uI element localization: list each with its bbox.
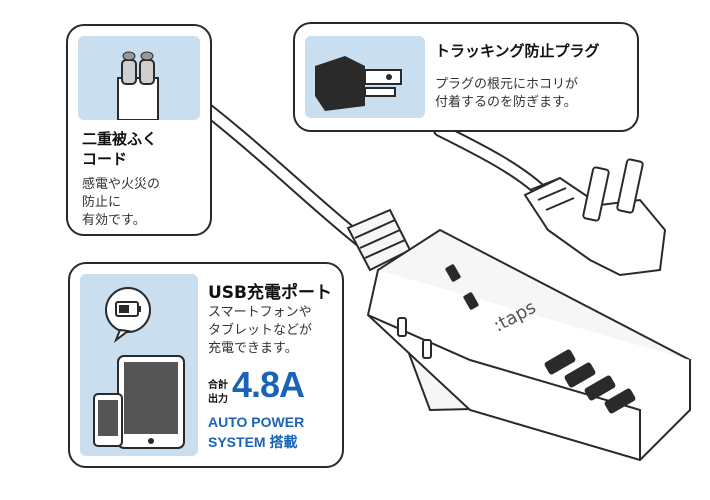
total-output-label-line1: 合計 [208, 380, 228, 391]
battery-icon [105, 287, 151, 343]
total-output-label-line2: 出力 [208, 394, 228, 405]
cord-desc-line2: 防止に [82, 195, 122, 210]
usb-title: USB充電ポート [208, 283, 333, 303]
devices-illustration [93, 287, 185, 449]
phone-icon [93, 393, 123, 447]
tracking-desc-line1: プラグの根元にホコリが [435, 77, 579, 92]
tracking-desc-line2: 付着するのを防ぎます。 [435, 95, 577, 110]
usb-desc-line2: タブレットなどが [208, 323, 313, 338]
usb-ports [544, 349, 636, 414]
usb-desc-line1: スマートフォンや [208, 305, 312, 320]
plug-icon [315, 56, 402, 111]
card-tracking-plug: トラッキング防止プラグ プラグの根元にホコリが 付着するのを防ぎます。 [293, 22, 639, 132]
plug-image-panel [305, 36, 425, 118]
cord-desc-line1: 感電や火災の [82, 177, 161, 192]
cord-title-line2: コード [82, 150, 128, 168]
auto-power-system-line2: SYSTEM 搭載 [208, 434, 298, 450]
cord-title-line1: 二重被ふく [82, 130, 158, 148]
tablet-icon [117, 355, 185, 449]
card-double-coated-cord: 二重被ふく コード 感電や火災の 防止に 有効です。 [66, 24, 212, 236]
usb-image-panel [80, 274, 198, 456]
card-usb-port: USB充電ポート スマートフォンや タブレットなどが 充電できます。 合計 出力… [68, 262, 344, 468]
cord-cross-section-icon [117, 51, 159, 121]
cord-desc-line3: 有効です。 [82, 213, 146, 228]
usb-desc-line3: 充電できます。 [208, 341, 298, 356]
cord-image-panel [78, 36, 200, 121]
plug-graphic [523, 158, 667, 277]
tracking-title: トラッキング防止プラグ [435, 42, 600, 60]
amperage-value: 4.8A [232, 364, 305, 405]
auto-power-system-line1: AUTO POWER [208, 414, 305, 430]
power-strip-graphic [366, 228, 692, 462]
